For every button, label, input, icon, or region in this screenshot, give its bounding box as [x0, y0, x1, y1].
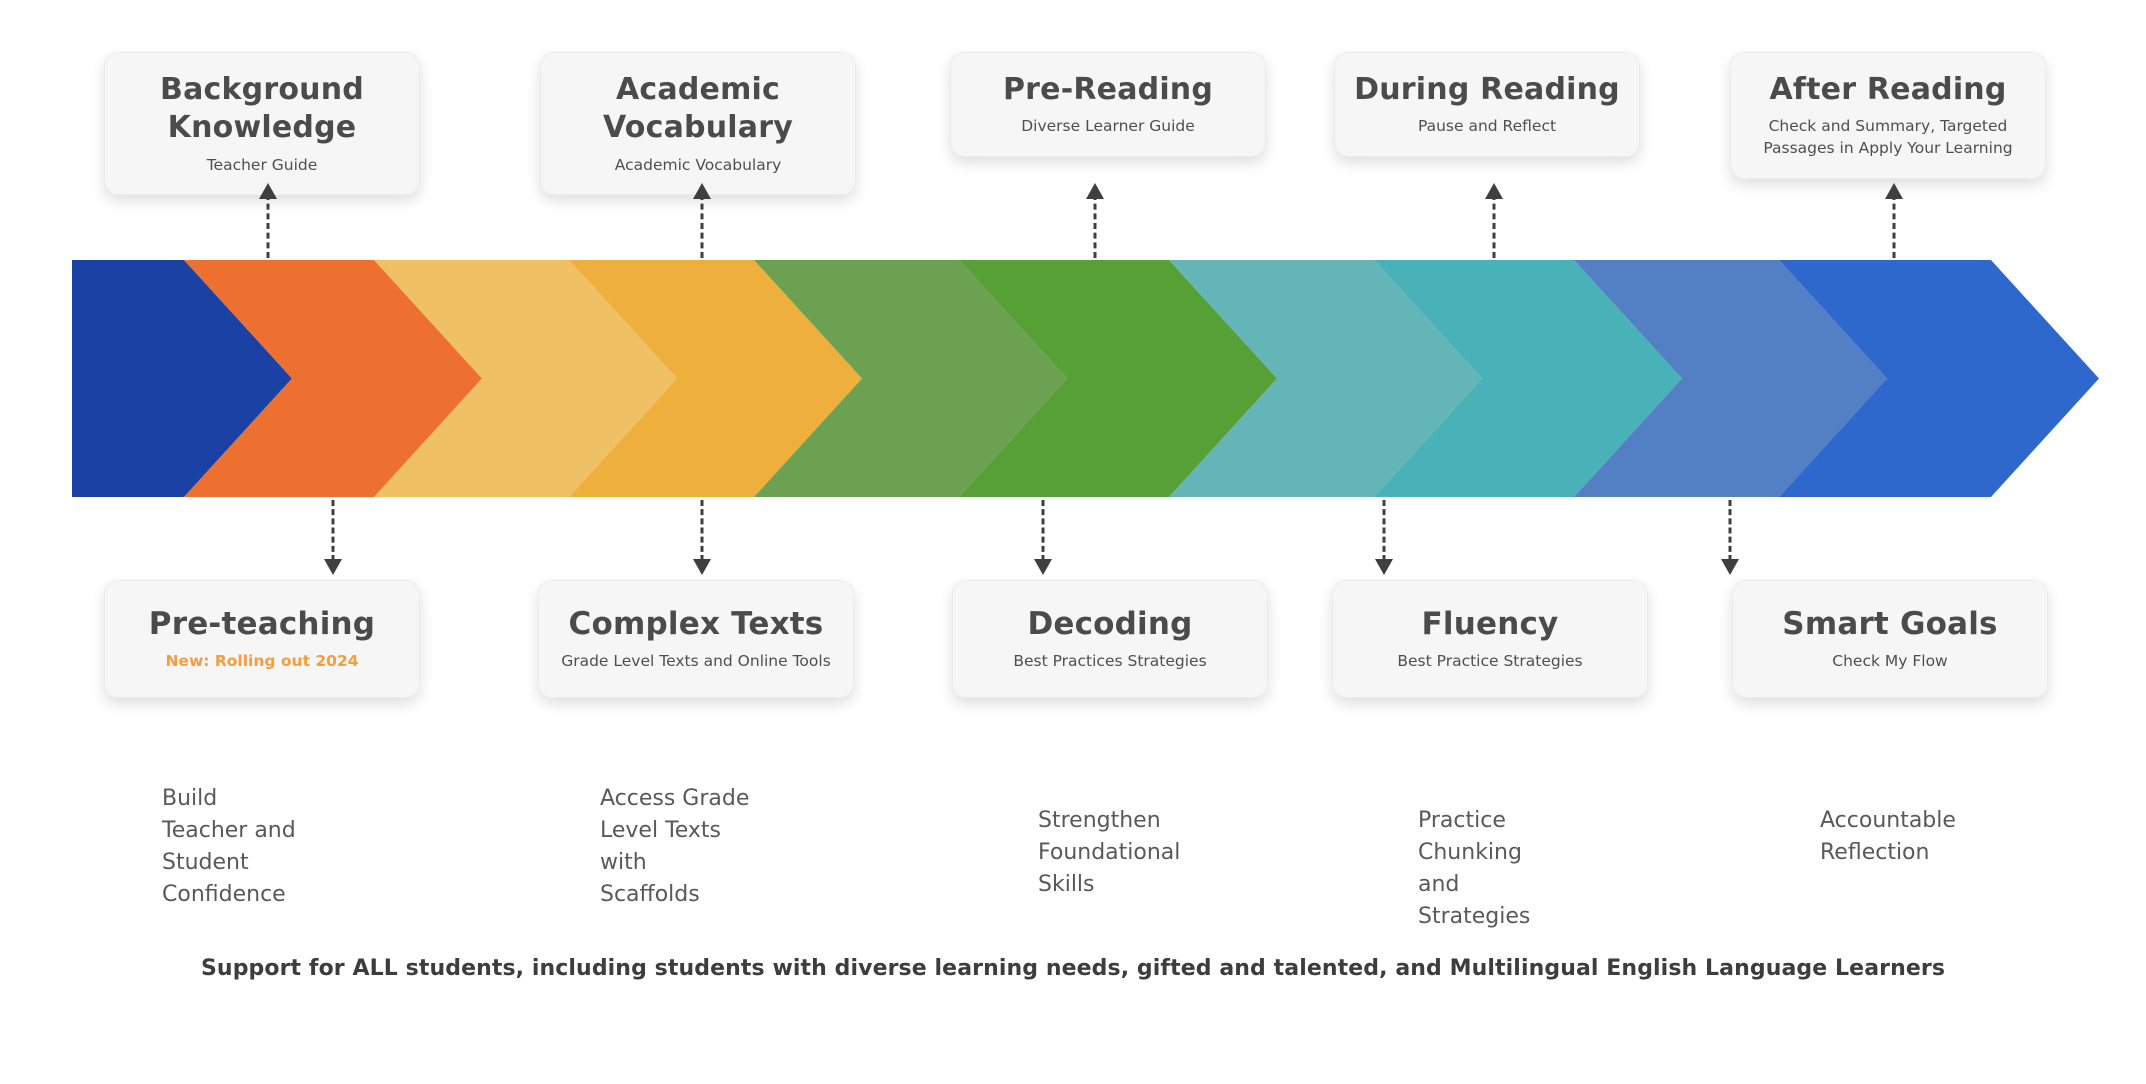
support-statement: Support for ALL students, including stud… [200, 956, 1946, 981]
card-after-reading[interactable]: After Reading Check and Summary, Targete… [1730, 52, 2046, 179]
card-subtitle-new-badge: New: Rolling out 2024 [165, 652, 359, 671]
card-title: During Reading [1354, 72, 1620, 107]
card-decoding[interactable]: Decoding Best Practices Strategies [952, 580, 1268, 698]
card-subtitle: Check My Flow [1832, 652, 1948, 671]
description-decoding: Strengthen Foundational Skills [1038, 808, 1181, 897]
card-title: Complex Texts [568, 605, 824, 642]
card-title: Pre-teaching [148, 605, 376, 642]
card-title: Decoding [1027, 605, 1193, 642]
description-complex-texts: Access Grade Level Texts with Scaffolds [600, 786, 750, 907]
card-smart-goals[interactable]: Smart Goals Check My Flow [1732, 580, 2048, 698]
card-title: Pre-Reading [1002, 72, 1214, 107]
connector-arrow-down [1374, 500, 1394, 575]
card-subtitle: Check and Summary, Targeted Passages in … [1763, 117, 2013, 158]
card-title: Smart Goals [1782, 605, 1998, 642]
connector-arrow-up [1884, 183, 1904, 258]
card-pre-teaching[interactable]: Pre-teaching New: Rolling out 2024 [104, 580, 420, 698]
description-pre-teaching: Build Teacher and Student Confidence [162, 786, 296, 907]
card-title: Background Knowledge [160, 72, 364, 146]
connector-arrow-down [692, 500, 712, 575]
card-complex-texts[interactable]: Complex Texts Grade Level Texts and Onli… [538, 580, 854, 698]
card-title: Fluency [1421, 605, 1559, 642]
card-background-knowledge[interactable]: Background Knowledge Teacher Guide [104, 52, 420, 196]
connector-arrow-down [1033, 500, 1053, 575]
card-subtitle: Best Practices Strategies [1013, 652, 1207, 671]
chevron-band [72, 260, 2100, 497]
connector-arrow-up [258, 183, 278, 258]
card-academic-vocabulary[interactable]: Academic Vocabulary Academic Vocabulary [540, 52, 856, 196]
card-title: Academic Vocabulary [603, 72, 793, 146]
connector-arrow-up [1484, 183, 1504, 258]
description-fluency: Practice Chunking and Strategies [1418, 808, 1531, 929]
description-smart-goals: Accountable Reflection [1820, 808, 1956, 865]
connector-arrow-up [692, 183, 712, 258]
connector-arrow-down [1720, 500, 1740, 575]
card-title: After Reading [1769, 72, 2007, 107]
card-fluency[interactable]: Fluency Best Practice Strategies [1332, 580, 1648, 698]
card-pre-reading[interactable]: Pre-Reading Diverse Learner Guide [950, 52, 1266, 158]
card-subtitle: Best Practice Strategies [1397, 652, 1583, 671]
card-subtitle: Teacher Guide [206, 155, 318, 174]
connector-arrow-up [1085, 183, 1105, 258]
connector-arrow-down [323, 500, 343, 575]
card-subtitle: Pause and Reflect [1417, 117, 1557, 136]
card-subtitle: Grade Level Texts and Online Tools [561, 652, 831, 671]
card-subtitle: Academic Vocabulary [614, 155, 782, 174]
card-subtitle: Diverse Learner Guide [1021, 117, 1195, 136]
card-during-reading[interactable]: During Reading Pause and Reflect [1334, 52, 1640, 158]
